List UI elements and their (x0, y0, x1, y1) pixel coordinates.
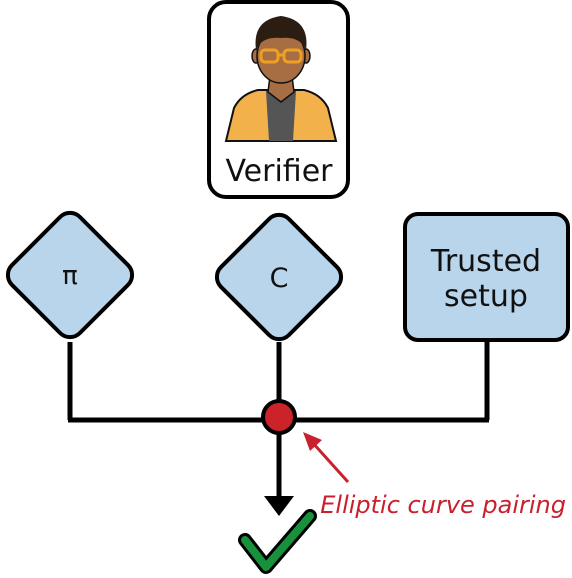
person-icon (224, 16, 338, 142)
proof-node: π (5, 210, 135, 340)
hair-shape (255, 16, 307, 50)
trusted-setup-line-1: Trusted (430, 244, 541, 279)
verifier-label: Verifier (225, 154, 333, 189)
glasses-icon (259, 48, 303, 64)
pairing-dot (261, 399, 297, 435)
trusted-setup-box (403, 212, 570, 342)
trusted-setup-node: Trusted setup (403, 212, 570, 342)
checkmark-icon (238, 509, 317, 574)
down-arrowhead (264, 496, 294, 516)
proof-label: π (62, 261, 78, 291)
commitment-label: C (270, 263, 289, 294)
commitment-node: C (214, 212, 344, 342)
commitment-diamond (214, 212, 344, 342)
proof-diamond (5, 210, 135, 340)
shirt-shape (266, 91, 296, 141)
trusted-setup-line-2: setup (444, 279, 528, 314)
pairing-annotation-arrow (303, 432, 350, 484)
pairing-label: Elliptic curve pairing (320, 491, 566, 519)
verifier-card: Verifier (207, 0, 350, 199)
